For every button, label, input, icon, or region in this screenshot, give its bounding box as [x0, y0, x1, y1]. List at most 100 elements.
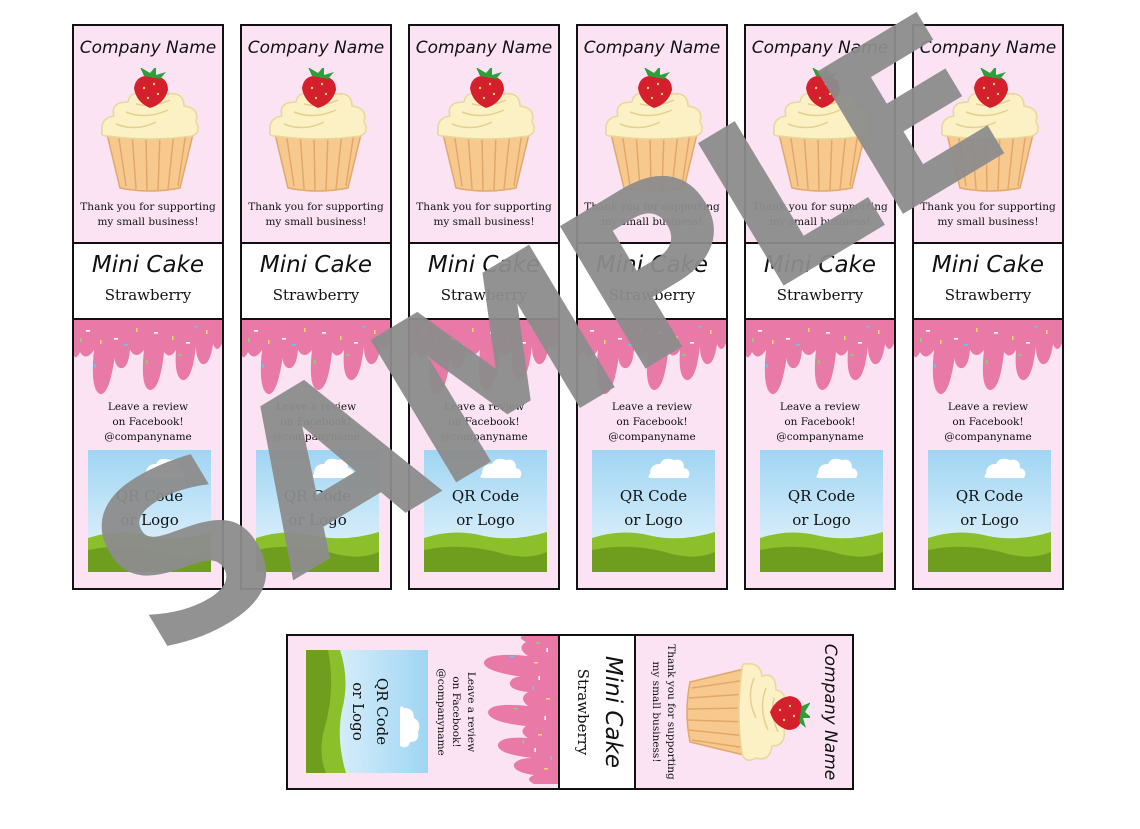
review-text: Leave a review on Facebook! @companyname	[74, 400, 222, 445]
label-card: Company Name Thank you for supporting my…	[744, 24, 896, 590]
product-name: Mini Cake	[763, 252, 877, 278]
product-name: Mini Cake	[595, 252, 709, 278]
label-bottom-section: Leave a review on Facebook! @companyname…	[242, 320, 390, 588]
label-product-section: Mini Cake Strawberry	[578, 242, 726, 320]
product-flavor: Strawberry	[608, 286, 696, 304]
qr-line: QR Code	[787, 487, 856, 505]
company-name: Company Name	[583, 38, 721, 58]
label-bottom-section: Leave a review on Facebook! @companyname…	[288, 636, 558, 788]
review-line: Leave a review	[779, 401, 861, 413]
qr-line: or Logo	[624, 511, 683, 529]
company-name: Company Name	[751, 38, 889, 58]
qr-line: QR Code	[373, 677, 391, 746]
label-card: Company Name Thank you for supporting my…	[72, 24, 224, 590]
qr-logo-placeholder: QR Code or Logo	[306, 650, 428, 773]
review-line: on Facebook!	[784, 416, 856, 428]
label-top-section: Company Name Thank you for supporting my…	[914, 26, 1062, 242]
qr-line: or Logo	[456, 511, 515, 529]
label-product-section: Mini Cake Strawberry	[914, 242, 1062, 320]
icing-drip-graphic	[242, 320, 390, 395]
qr-line: or Logo	[349, 682, 367, 741]
product-flavor: Strawberry	[944, 286, 1032, 304]
icing-drip-graphic	[746, 320, 894, 395]
landscape-placeholder-graphic	[424, 450, 547, 572]
product-flavor: Strawberry	[776, 286, 864, 304]
qr-line: or Logo	[960, 511, 1019, 529]
label-bottom-section: Leave a review on Facebook! @companyname…	[74, 320, 222, 588]
product-flavor: Strawberry	[272, 286, 360, 304]
label-card: Company Name Thank you for supporting my…	[912, 24, 1064, 590]
label-card: Company Name Thank you for supporting my…	[408, 24, 560, 590]
label-card-rotated: Company Name Thank you for supporting my…	[286, 634, 854, 790]
qr-line: QR Code	[619, 487, 688, 505]
qr-line: QR Code	[955, 487, 1024, 505]
product-name: Mini Cake	[931, 252, 1045, 278]
company-name: Company Name	[820, 643, 840, 781]
qr-line: or Logo	[792, 511, 851, 529]
product-flavor: Strawberry	[440, 286, 528, 304]
cupcake-icon	[940, 68, 1039, 192]
icing-drip-graphic	[483, 636, 558, 784]
label-bottom-section: Leave a review on Facebook! @companyname…	[410, 320, 558, 588]
label-top-section: Company Name Thank you for supporting my…	[410, 26, 558, 242]
review-line: Leave a review	[107, 401, 189, 413]
label-product-section: Mini Cake Strawberry	[746, 242, 894, 320]
review-line: @companyname	[608, 431, 696, 443]
review-line: Leave a review	[465, 671, 477, 753]
review-line: on Facebook!	[952, 416, 1024, 428]
qr-logo-placeholder: QR Code or Logo	[88, 450, 211, 572]
cupcake-icon	[686, 662, 810, 761]
icing-drip-graphic	[914, 320, 1062, 395]
cupcake-icon	[772, 68, 871, 192]
review-line: @companyname	[776, 431, 864, 443]
thank-you-text: Thank you for supporting my small busine…	[248, 201, 384, 228]
qr-logo-placeholder: QR Code or Logo	[424, 450, 547, 572]
review-line: @companyname	[435, 668, 447, 756]
product-flavor: Strawberry	[104, 286, 192, 304]
review-text: Leave a review on Facebook! @companyname	[578, 400, 726, 445]
product-flavor: Strawberry	[574, 668, 592, 756]
company-name: Company Name	[919, 38, 1057, 58]
review-text: Leave a review on Facebook! @companyname	[746, 400, 894, 445]
icing-drip-graphic	[410, 320, 558, 395]
qr-line: QR Code	[451, 487, 520, 505]
label-top-section: Company Name Thank you for supporting my…	[578, 26, 726, 242]
review-line: Leave a review	[947, 401, 1029, 413]
review-line: @companyname	[104, 431, 192, 443]
review-text: Leave a review on Facebook! @companyname	[242, 400, 390, 445]
label-top-section: Company Name Thank you for supporting my…	[74, 26, 222, 242]
label-product-section: Mini Cake Strawberry	[242, 242, 390, 320]
qr-line: or Logo	[288, 511, 347, 529]
label-card: Company Name Thank you for supporting my…	[240, 24, 392, 590]
review-line: Leave a review	[611, 401, 693, 413]
label-top-section: Company Name Thank you for supporting my…	[242, 26, 390, 242]
review-line: on Facebook!	[280, 416, 352, 428]
label-card: Company Name Thank you for supporting my…	[576, 24, 728, 590]
landscape-placeholder-graphic	[88, 450, 211, 572]
review-line: @companyname	[272, 431, 360, 443]
product-name: Mini Cake	[427, 252, 541, 278]
review-line: on Facebook!	[616, 416, 688, 428]
landscape-placeholder-graphic	[928, 450, 1051, 572]
icing-drip-graphic	[74, 320, 222, 395]
qr-logo-placeholder: QR Code or Logo	[760, 450, 883, 572]
label-product-section: Mini Cake Strawberry	[74, 242, 222, 320]
company-name: Company Name	[247, 38, 385, 58]
review-line: Leave a review	[275, 401, 357, 413]
landscape-placeholder-graphic	[592, 450, 715, 572]
label-bottom-section: Leave a review on Facebook! @companyname…	[746, 320, 894, 588]
rotated-content: Company Name Thank you for supporting my…	[288, 636, 852, 788]
qr-line: QR Code	[283, 487, 352, 505]
qr-line: or Logo	[120, 511, 179, 529]
qr-logo-placeholder: QR Code or Logo	[592, 450, 715, 572]
landscape-placeholder-graphic	[306, 650, 428, 773]
review-line: @companyname	[944, 431, 1032, 443]
review-line: @companyname	[440, 431, 528, 443]
review-line: on Facebook!	[448, 416, 520, 428]
label-top-section: Company Name Thank you for supporting my…	[746, 26, 894, 242]
thank-you-text: Thank you for supporting my small busine…	[752, 201, 888, 228]
cupcake-icon	[436, 68, 535, 192]
company-name: Company Name	[415, 38, 553, 58]
label-product-section: Mini Cake Strawberry	[410, 242, 558, 320]
label-product-section: Mini Cake Strawberry	[558, 636, 636, 788]
